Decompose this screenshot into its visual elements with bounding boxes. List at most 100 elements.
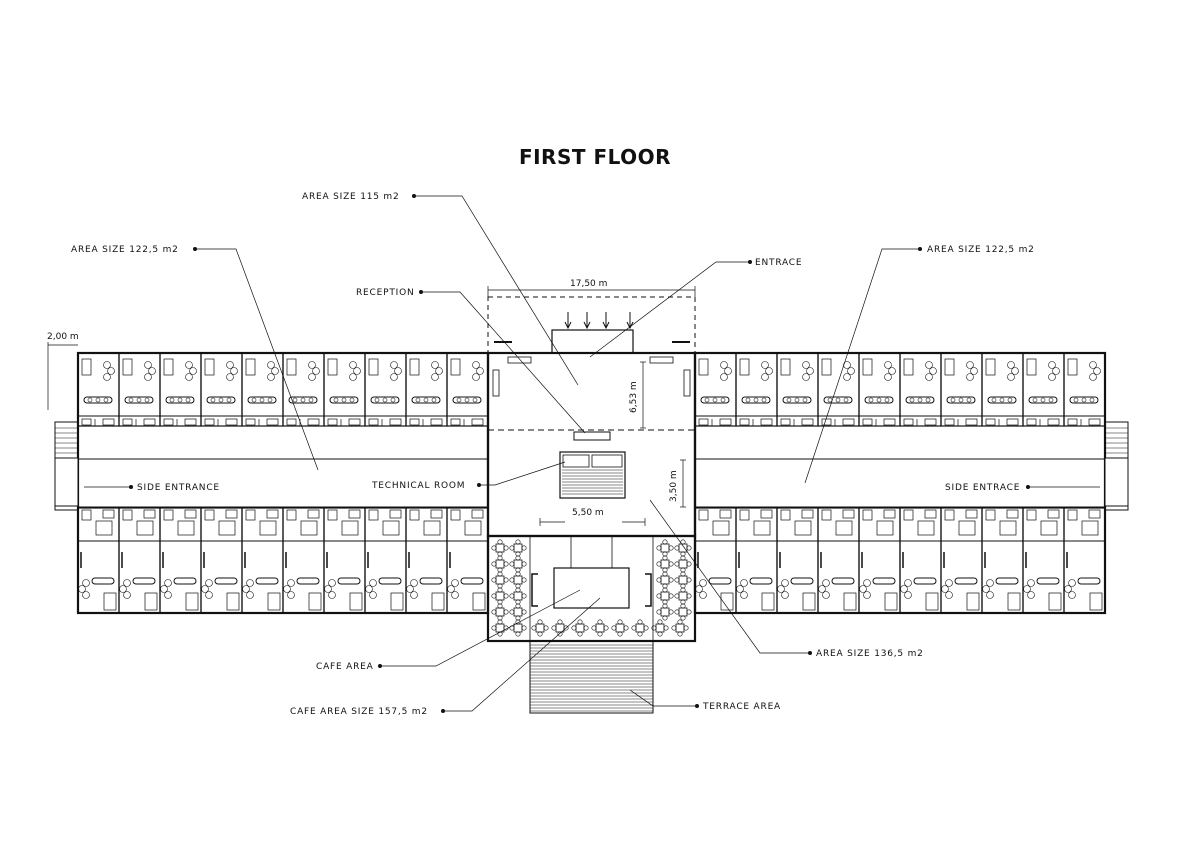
guest-room — [77, 352, 120, 427]
cafe-table — [591, 619, 609, 637]
guest-room — [899, 507, 942, 614]
left-corridor — [80, 460, 486, 506]
guest-room — [1063, 507, 1106, 614]
cafe-table — [671, 619, 689, 637]
guest-room — [323, 352, 366, 427]
cafe-table — [491, 539, 509, 557]
label-area-bottom-right: AREA SIZE 136,5 m2 — [816, 649, 924, 659]
guest-room — [858, 507, 901, 614]
label-technical-room: TECHNICAL ROOM — [371, 481, 465, 491]
leader-dots — [129, 194, 1030, 713]
guest-room — [1022, 507, 1065, 614]
cafe-table — [656, 539, 674, 557]
label-entrance: ENTRACE — [755, 258, 802, 268]
guest-room — [241, 352, 284, 427]
guest-room — [817, 352, 860, 427]
cafe-table — [674, 603, 692, 621]
guest-room — [282, 507, 325, 614]
dim-width-top: 17,50 m — [570, 279, 607, 289]
right-corridor — [697, 460, 1103, 506]
cafe-tables — [491, 539, 692, 637]
guest-room — [200, 352, 243, 427]
guest-room — [159, 507, 202, 614]
guest-room — [858, 352, 901, 427]
cafe-table — [656, 587, 674, 605]
guest-room — [940, 507, 983, 614]
guest-room — [118, 352, 161, 427]
guest-room — [899, 352, 942, 427]
guest-room — [694, 352, 737, 427]
left-wing-south-rooms — [77, 507, 489, 614]
cafe-table — [651, 619, 669, 637]
guest-room — [405, 507, 448, 614]
guest-room — [940, 352, 983, 427]
guest-room — [159, 352, 202, 427]
guest-room — [77, 507, 120, 614]
guest-room — [776, 507, 819, 614]
cafe-table — [611, 619, 629, 637]
label-area-top: AREA SIZE 115 m2 — [302, 192, 400, 202]
central-lobby — [486, 296, 697, 538]
guest-room — [364, 507, 407, 614]
guest-room — [735, 507, 778, 614]
cafe-table — [631, 619, 649, 637]
cafe-table — [491, 619, 509, 637]
label-terrace-area: TERRACE AREA — [702, 702, 781, 712]
cafe-table — [509, 571, 527, 589]
guest-room — [817, 507, 860, 614]
guest-room — [118, 507, 161, 614]
label-side-entrance-right: SIDE ENTRACE — [945, 483, 1020, 493]
guest-room — [981, 352, 1024, 427]
cafe-table — [509, 619, 527, 637]
guest-room — [735, 352, 778, 427]
cafe-table — [509, 587, 527, 605]
label-area-right: AREA SIZE 122,5 m2 — [927, 245, 1035, 255]
plan-title: FIRST FLOOR — [518, 145, 672, 169]
cafe-table — [674, 587, 692, 605]
label-cafe-area-size: CAFE AREA SIZE 157,5 m2 — [290, 707, 428, 717]
right-wing-south-rooms — [694, 507, 1106, 614]
label-side-entrance-left: SIDE ENTRANCE — [137, 483, 220, 493]
right-side-stair — [1104, 421, 1129, 511]
dim-stair-width: 5,50 m — [572, 508, 604, 518]
leader-lines — [84, 195, 1100, 712]
dim-stair-height: 3,50 m — [669, 470, 679, 502]
cafe-table — [509, 555, 527, 573]
right-wing-north-rooms — [694, 352, 1106, 427]
label-reception: RECEPTION — [356, 288, 415, 298]
left-wing-north-rooms — [77, 352, 489, 427]
dimension-lines — [47, 286, 696, 526]
guest-room — [1063, 352, 1106, 427]
guest-room — [446, 507, 489, 614]
dim-corridor-width: 2,00 m — [47, 332, 79, 342]
guest-room — [200, 507, 243, 614]
label-cafe-area: CAFE AREA — [316, 662, 374, 672]
cafe-table — [571, 619, 589, 637]
cafe-table — [509, 603, 527, 621]
cafe-table — [491, 571, 509, 589]
guest-room — [241, 507, 284, 614]
guest-room — [981, 507, 1024, 614]
guest-room — [282, 352, 325, 427]
cafe-table — [509, 539, 527, 557]
guest-room — [323, 507, 366, 614]
guest-room — [776, 352, 819, 427]
label-area-left: AREA SIZE 122,5 m2 — [71, 245, 179, 255]
guest-room — [694, 507, 737, 614]
cafe-table — [656, 571, 674, 589]
terrace — [529, 640, 654, 714]
cafe-table — [656, 603, 674, 621]
cafe-table — [656, 555, 674, 573]
cafe-table — [674, 555, 692, 573]
cafe-table — [491, 603, 509, 621]
guest-room — [1022, 352, 1065, 427]
dim-lobby-depth: 6,53 m — [629, 381, 639, 413]
guest-room — [446, 352, 489, 427]
guest-room — [364, 352, 407, 427]
cafe-table — [491, 555, 509, 573]
cafe-table — [674, 571, 692, 589]
cafe-table — [531, 619, 549, 637]
guest-room — [405, 352, 448, 427]
left-side-stair — [54, 421, 79, 511]
